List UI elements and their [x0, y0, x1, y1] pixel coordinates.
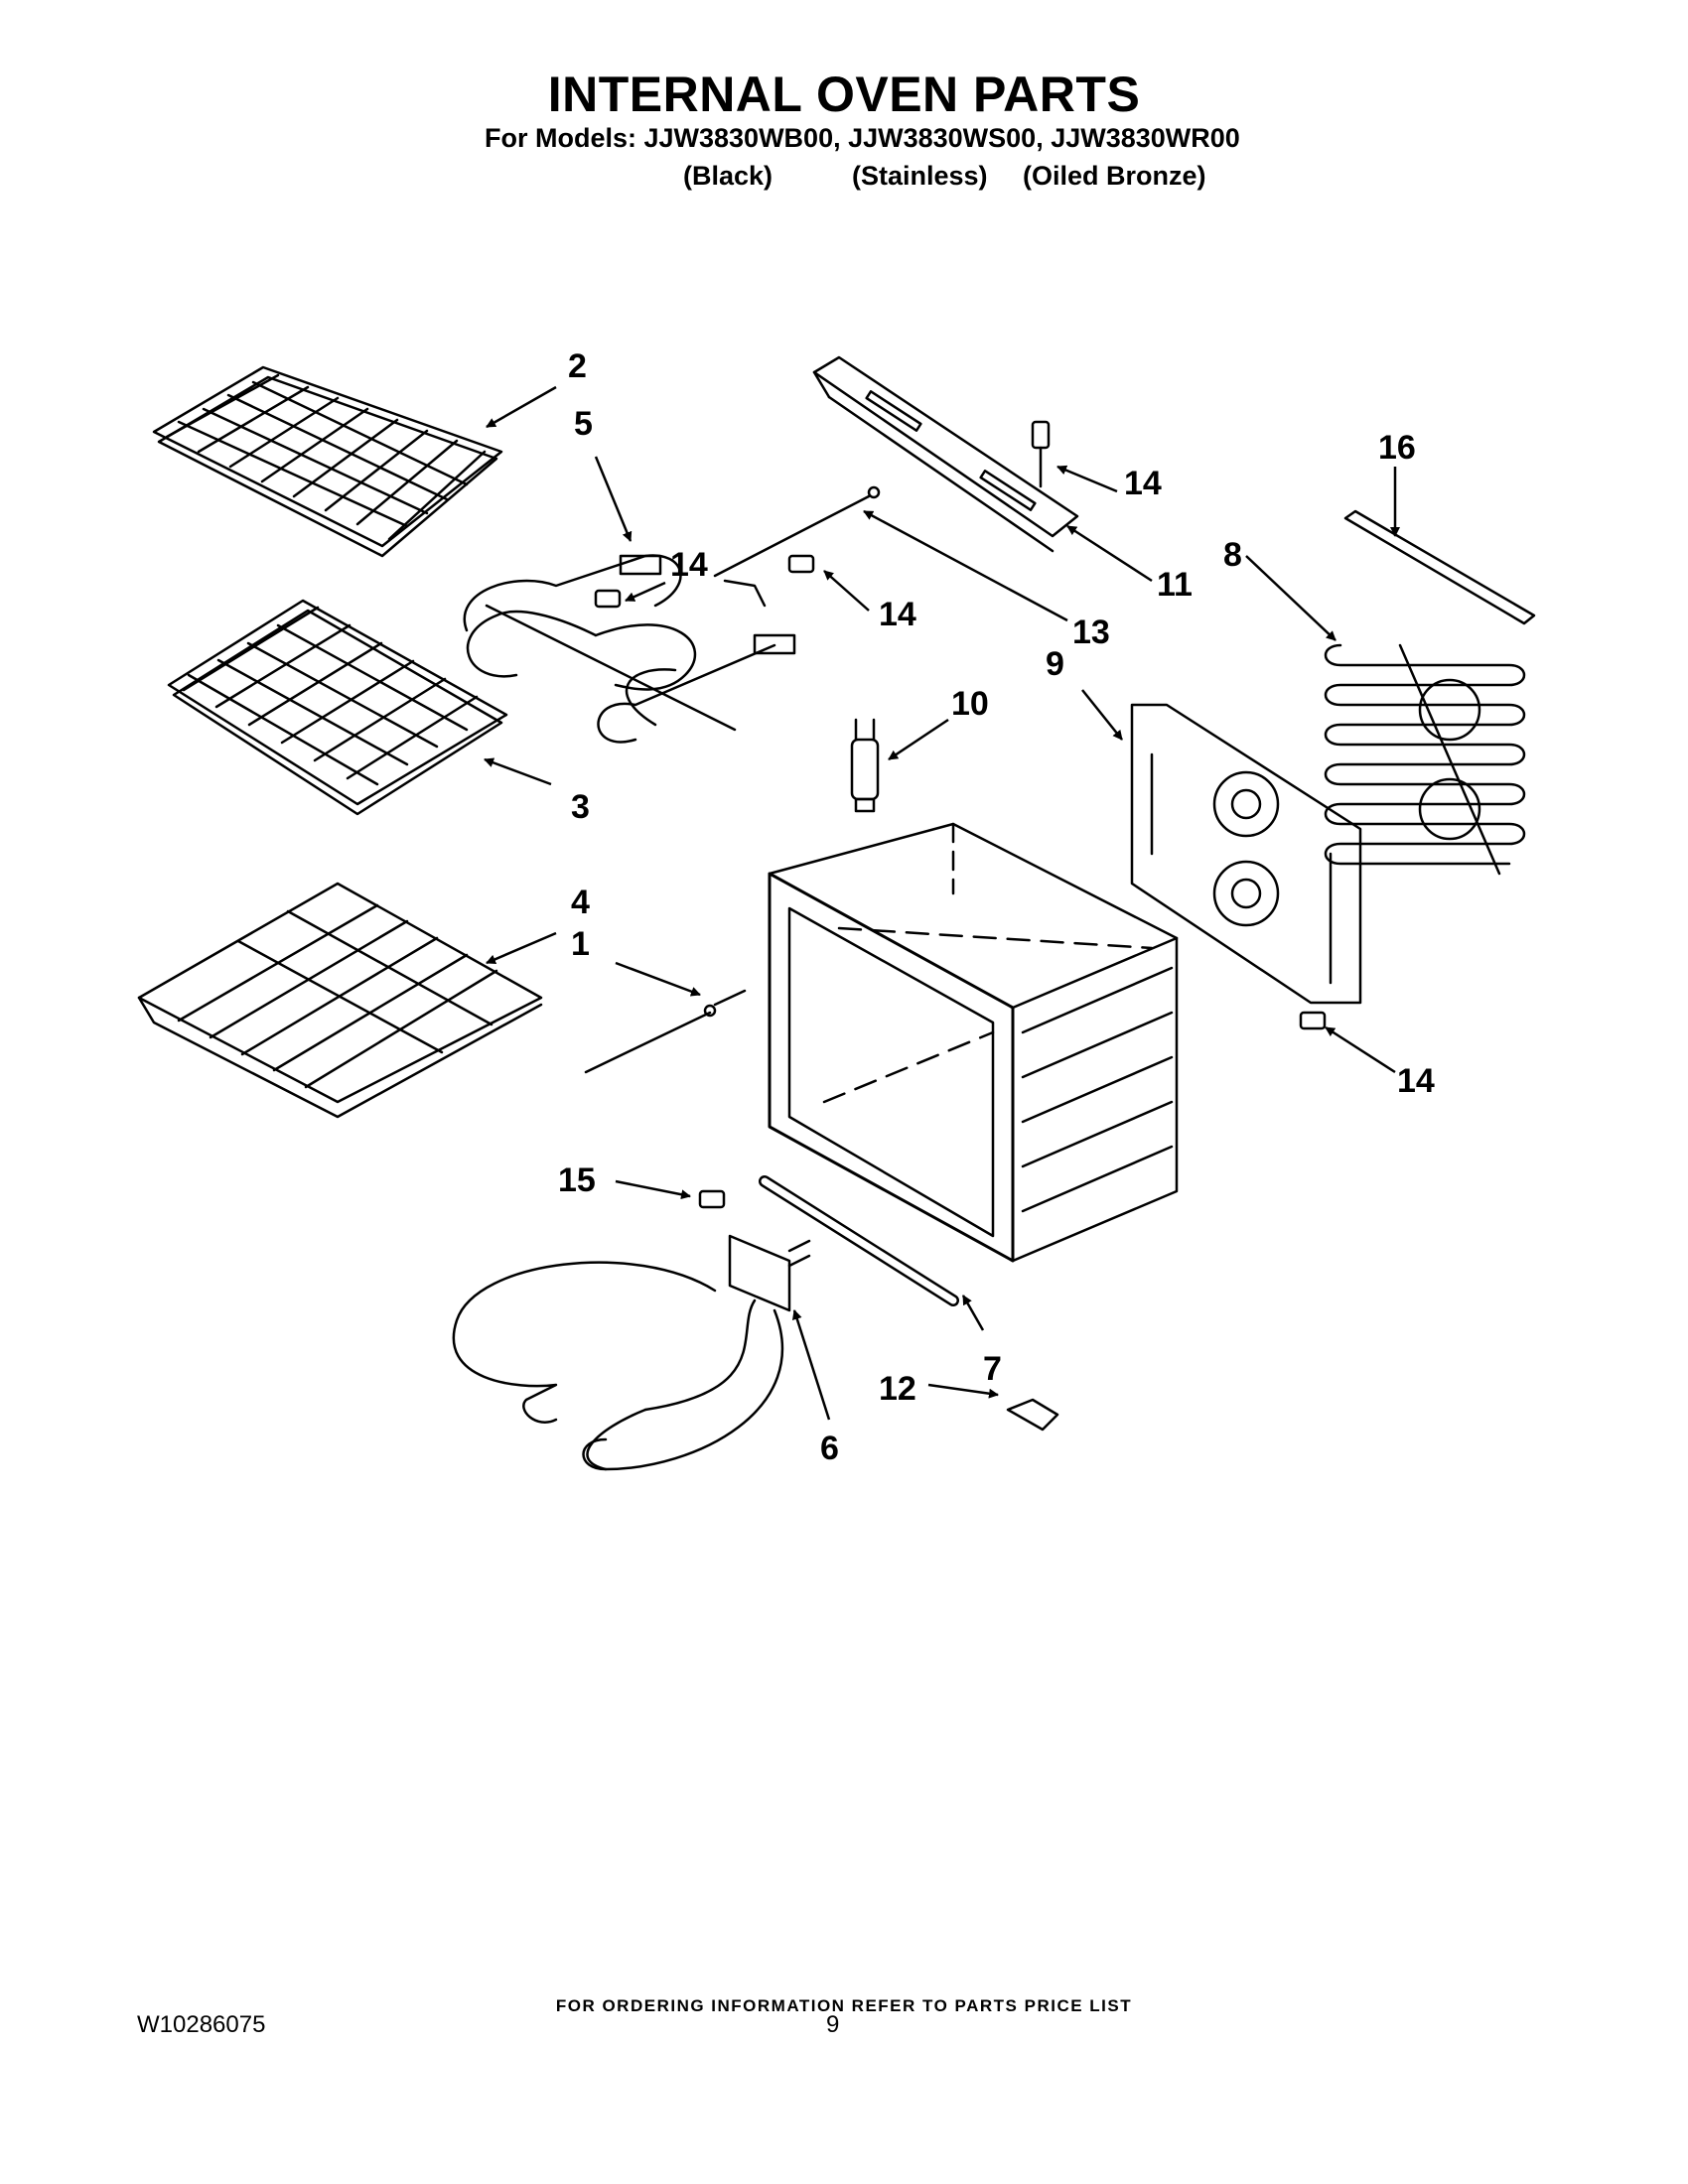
- clip: [1006, 1398, 1059, 1432]
- document-number: W10286075: [137, 2011, 266, 2038]
- callout-15: 15: [558, 1161, 596, 1199]
- callout-16: 16: [1378, 429, 1416, 467]
- screw-14d: [1299, 1011, 1327, 1030]
- screw-15: [698, 1189, 726, 1209]
- callout-6: 6: [820, 1430, 839, 1467]
- callout-5: 5: [574, 405, 593, 443]
- callout-14-mid: 14: [879, 596, 916, 633]
- callout-3: 3: [571, 788, 590, 826]
- callout-14-top: 14: [1124, 465, 1162, 502]
- support-rail: [1343, 509, 1536, 625]
- callout-7: 7: [983, 1350, 1002, 1388]
- callout-14-right: 14: [1397, 1062, 1435, 1100]
- models-line: For Models: JJW3830WB00, JJW3830WS00, JJ…: [485, 123, 1240, 153]
- callout-4: 4: [571, 884, 590, 921]
- lower-heating-element: [452, 1234, 811, 1471]
- screw-14c: [787, 554, 815, 574]
- oven-rack-lower: [137, 882, 543, 1119]
- tube: [759, 1175, 959, 1306]
- callout-14-left: 14: [670, 546, 708, 584]
- top-bracket: [812, 355, 1079, 553]
- page-title: INTERNAL OVEN PARTS: [547, 67, 1141, 122]
- color-oiled-bronze: (Oiled Bronze): [1023, 161, 1206, 191]
- upper-heating-element: [463, 554, 796, 744]
- oven-cavity: [768, 822, 1179, 1263]
- convection-element: [1324, 643, 1526, 876]
- ordering-note: FOR ORDERING INFORMATION REFER TO PARTS …: [555, 1996, 1133, 2015]
- page-number: 9: [826, 2011, 840, 2038]
- color-black: (Black): [683, 161, 774, 191]
- callout-11: 11: [1157, 566, 1193, 604]
- screw-14a: [1031, 420, 1051, 488]
- callout-8: 8: [1223, 536, 1242, 574]
- callout-13: 13: [1072, 614, 1110, 651]
- oven-rack-middle: [167, 599, 508, 816]
- callout-10: 10: [951, 685, 989, 723]
- callout-1: 1: [571, 925, 590, 963]
- screw-14b: [594, 589, 622, 609]
- rear-fan-cover: [1130, 703, 1362, 1005]
- color-stainless: (Stainless): [852, 161, 988, 191]
- callout-2: 2: [568, 347, 587, 385]
- callout-12: 12: [879, 1370, 916, 1408]
- callout-9: 9: [1046, 645, 1064, 683]
- thermal-fuse: [850, 718, 880, 813]
- oven-rack-upper: [152, 365, 503, 558]
- callout-labels: 2 5 3 4 1 14 14 14 11 13 8 9 10 14 16 15…: [558, 347, 1435, 1467]
- meat-probe: [584, 989, 747, 1074]
- oven-sensor: [713, 485, 881, 608]
